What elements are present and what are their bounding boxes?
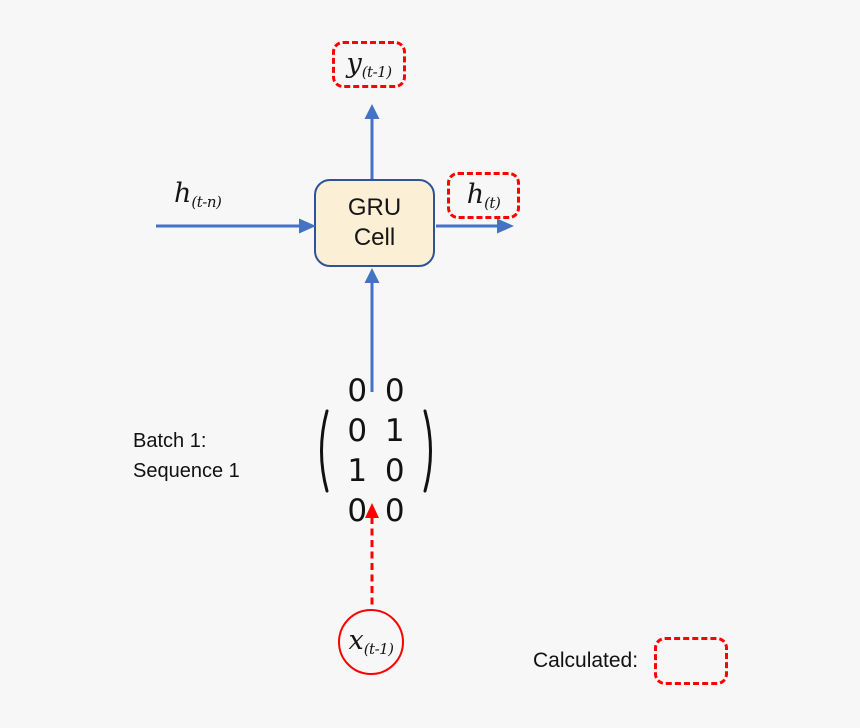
hidden-in-base: h bbox=[174, 178, 192, 209]
gru-cell-label-line1: GRU bbox=[347, 194, 402, 221]
input-x-subscript: (t-1) bbox=[363, 640, 394, 658]
legend-calculated-swatch bbox=[654, 637, 728, 685]
matrix-rows: 0 0 0 1 1 0 0 0 bbox=[330, 371, 422, 531]
input-matrix: 0 0 0 1 1 0 0 0 bbox=[314, 373, 438, 529]
hidden-out-subscript: (t) bbox=[484, 193, 501, 212]
matrix-row-2: 1 0 0 0 bbox=[347, 453, 409, 529]
input-x-base: x bbox=[348, 625, 364, 656]
matrix-right-paren-icon bbox=[423, 409, 432, 493]
output-y-base: y bbox=[346, 47, 362, 79]
batch-label-line2: Sequence 1 bbox=[133, 460, 240, 482]
batch-label-line1: Batch 1: bbox=[133, 430, 207, 452]
gru-cell-node: GRU Cell bbox=[314, 179, 435, 267]
gru-cell-label-line2: Cell bbox=[353, 224, 396, 251]
input-x-node: x(t-1) bbox=[338, 609, 404, 675]
legend-calculated-label: Calculated: bbox=[533, 649, 639, 672]
matrix-row-1: 0 0 0 1 bbox=[347, 373, 409, 449]
input-x-label: x(t-1) bbox=[348, 625, 394, 658]
arrow-up-to-output-icon bbox=[364, 104, 380, 180]
arrow-right-into-cell-icon bbox=[156, 218, 316, 234]
matrix-left-paren-icon bbox=[320, 409, 329, 493]
output-y-label: y(t-1) bbox=[346, 47, 392, 81]
output-y-node: y(t-1) bbox=[332, 41, 406, 88]
hidden-out-label: h(t) bbox=[467, 181, 501, 211]
hidden-in-subscript: (t-n) bbox=[191, 193, 222, 211]
arrow-right-out-of-cell-icon bbox=[436, 218, 514, 234]
hidden-in-label: h(t-n) bbox=[174, 178, 222, 211]
arrow-up-dashed-input-icon bbox=[365, 503, 379, 609]
output-y-subscript: (t-1) bbox=[361, 62, 392, 81]
hidden-out-base: h bbox=[466, 178, 485, 210]
hidden-out-node: h(t) bbox=[447, 172, 520, 219]
arrow-up-matrix-to-cell-icon bbox=[364, 268, 380, 392]
batch-sequence-label: Batch 1: Sequence 1 bbox=[133, 426, 240, 486]
